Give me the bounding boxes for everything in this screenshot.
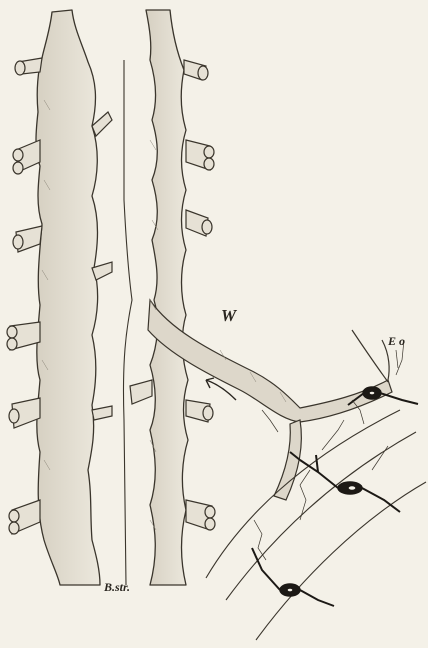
left-vessel-chain	[36, 10, 100, 585]
label-bstr: B.str.	[104, 580, 130, 595]
cell-processes	[252, 393, 418, 606]
label-w: W	[221, 306, 236, 326]
central-fibre	[123, 60, 132, 585]
boundary-arcs	[206, 410, 426, 640]
right-vessel-chain	[146, 10, 188, 585]
branch-end-1	[15, 61, 25, 75]
label-eo: E o	[388, 334, 405, 349]
